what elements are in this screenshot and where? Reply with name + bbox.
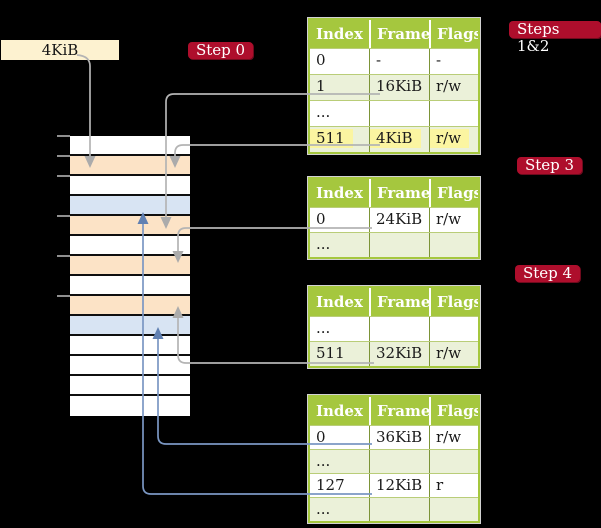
page-table-step-4-lower-cell-flags [429, 498, 478, 521]
memory-frame-44KiB [70, 356, 190, 376]
memory-frame-24KiB [70, 256, 190, 276]
page-table-step-4-lower-cell-index: 127 [316, 476, 345, 494]
page-table-steps-1-2-cell-index: 1 [316, 77, 326, 95]
page-size-label: 4KiB [1, 40, 119, 60]
highlighted-value: 4KiB [370, 129, 421, 148]
page-table-step-4-upper-cell-index: 511 [316, 344, 345, 362]
page-table-step-4-lower-cell-index: 0 [316, 428, 326, 446]
tick-32KiB [57, 295, 70, 297]
memory-frame-8KiB [70, 176, 190, 196]
badge-step-4: Step 4 [515, 265, 581, 282]
page-table-steps-1-2-cell-frame: 16KiB [369, 75, 429, 100]
memory-frame-48KiB [70, 376, 190, 396]
page-table-steps-1-2-cell-flags: r/w [429, 75, 478, 100]
page-table-step-3-cell-frame: 24KiB [369, 208, 429, 232]
memory-frame-40KiB [70, 336, 190, 356]
page-table-step-4-upper-cell-flags: r/w [429, 342, 478, 366]
physical-memory-column [70, 136, 190, 416]
page-table-steps-1-2-cell-frame: - [369, 49, 429, 74]
page-table-step-4-upper-cell-index: ... [316, 319, 331, 337]
memory-frame-4KiB [70, 156, 190, 176]
page-table-steps-1-2-cell-frame [369, 101, 429, 126]
page-table-step-4-lower-cell-flags [429, 450, 478, 473]
page-table-steps-1-2-cell-frame: 4KiB [369, 127, 429, 152]
page-table-step-4-lower-cell-flags: r/w [429, 426, 478, 449]
page-table-step-4-upper-cell-flags [429, 317, 478, 341]
page-table-step-4-lower-entry-ellipsis: ... [310, 497, 478, 521]
memory-frame-0KiB [70, 136, 190, 156]
page-table-steps-1-2-header-frame: Frame [369, 20, 429, 48]
page-table-steps-1-2-cell-index: ... [316, 103, 331, 121]
page-table-steps-1-2-cell-index: 0 [316, 51, 326, 69]
page-table-step-4-lower-cell-frame: 36KiB [369, 426, 429, 449]
badge-step-0: Step 0 [188, 42, 254, 59]
memory-frame-32KiB [70, 296, 190, 316]
page-table-step-4-lower-cell-frame: 12KiB [369, 474, 429, 497]
page-table-steps-1-2-cell-index: 511 [310, 127, 369, 152]
memory-frame-52KiB [70, 396, 190, 416]
page-table-steps-1-2-header-index: Index [316, 25, 363, 43]
highlighted-value: 511 [310, 129, 353, 148]
page-table-step-4-upper-header-flags: Flags [429, 288, 478, 316]
tick-0KiB [57, 135, 70, 137]
page-table-step-3-entry-ellipsis: ... [310, 232, 478, 257]
page-table-steps-1-2-cell-flags [429, 101, 478, 126]
tick-4KiB [57, 155, 70, 157]
page-table-steps-1-2-entry-0: 0 -- [310, 48, 478, 74]
page-table-step-4-upper-cell-frame [369, 317, 429, 341]
tick-16KiB [57, 215, 70, 217]
page-table-step-3-cell-flags: r/w [429, 208, 478, 232]
page-table-step-4-lower-header-index: Index [316, 402, 363, 420]
page-table-step-4-lower-entry-ellipsis: ... [310, 449, 478, 473]
page-table-step-3-cell-index: 0 [316, 210, 326, 228]
page-table-step-4-upper-header-frame: Frame [369, 288, 429, 316]
page-table-step-3-cell-flags [429, 233, 478, 257]
badge-steps-1-2: Steps 1&2 [509, 21, 601, 55]
memory-frame-28KiB [70, 276, 190, 296]
tick-24KiB [57, 255, 70, 257]
page-table-step-4-lower-cell-frame [369, 498, 429, 521]
page-table-step-4-upper-header-index: Index [316, 293, 363, 311]
page-table-step-4-upper-entry-ellipsis: ... [310, 316, 478, 341]
badge-step-3: Step 3 [517, 157, 583, 174]
memory-frame-16KiB [70, 216, 190, 236]
page-table-steps-1-2-header-flags: Flags [429, 20, 478, 48]
page-table-step-4-lower-cell-frame [369, 450, 429, 473]
tick-8KiB [57, 175, 70, 177]
page-table-step-4-lower-header-flags: Flags [429, 397, 478, 425]
highlighted-value: r/w [430, 129, 470, 148]
page-table-steps-1-2-cell-flags: - [429, 49, 478, 74]
page-table-steps-1-2-entry-ellipsis: ... [310, 100, 478, 126]
page-table-step-3-header-index: Index [316, 184, 363, 202]
page-table-step-4-upper-cell-frame: 32KiB [369, 342, 429, 366]
memory-frame-20KiB [70, 236, 190, 256]
page-table-step-4-lower-cell-index: ... [316, 452, 331, 470]
page-table-step-3-cell-frame [369, 233, 429, 257]
memory-frame-12KiB [70, 196, 190, 216]
page-table-steps-1-2-entry-511: 511 4KiB r/w [310, 126, 478, 152]
page-table-steps-1-2-cell-flags: r/w [429, 127, 478, 152]
page-table-step-4-lower-header-frame: Frame [369, 397, 429, 425]
page-table-step-4-lower-cell-index: ... [316, 500, 331, 518]
page-table-step-3-header-flags: Flags [429, 179, 478, 207]
page-table-step-4-lower-cell-flags: r [429, 474, 478, 497]
memory-frame-36KiB [70, 316, 190, 336]
page-table-step-3-header-frame: Frame [369, 179, 429, 207]
page-table-step-3-cell-index: ... [316, 235, 331, 253]
